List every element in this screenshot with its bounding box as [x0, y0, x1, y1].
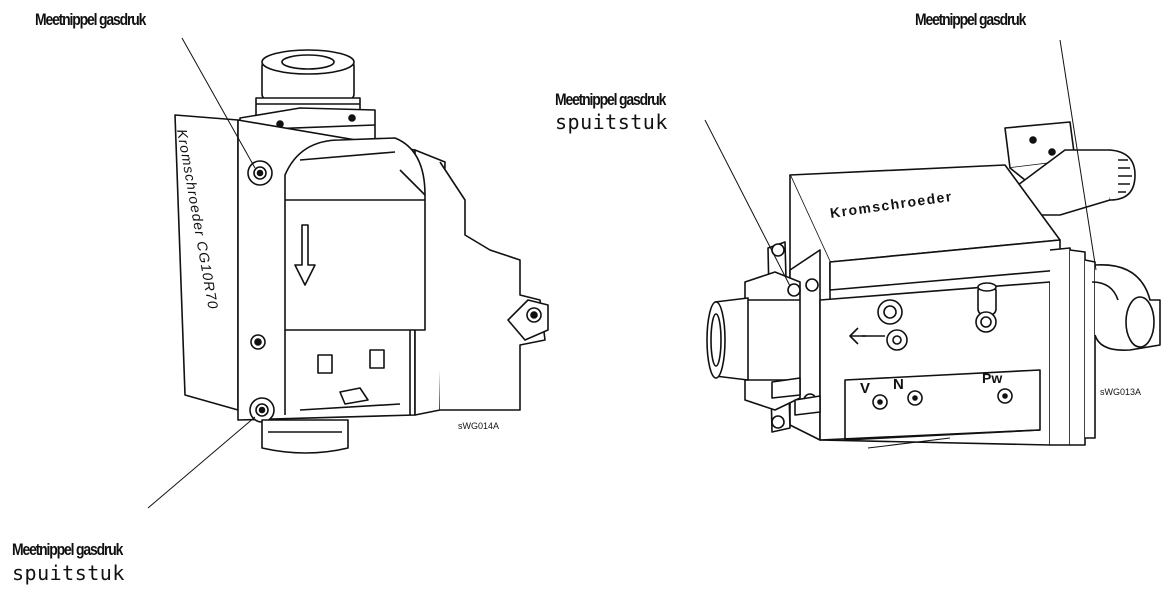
right-device-code: sWG013A	[1100, 387, 1142, 397]
label-top-left: Meetnippel gasdruk	[35, 10, 146, 29]
label-bottom-left-line2: spuitstuk	[12, 561, 125, 585]
label-bottom-left-line1: Meetnippel gasdruk	[12, 540, 123, 559]
label-top-right: Meetnippel gasdruk	[915, 10, 1026, 29]
mark-v: V	[860, 380, 871, 397]
left-device-code: sWG014A	[458, 421, 500, 431]
label-mid-left-line1: Meetnippel gasdruk	[555, 90, 666, 109]
right-device-brand: Kromschroeder	[829, 188, 954, 221]
mark-pw: Pw	[982, 370, 1003, 386]
label-mid-left-line2: spuitstuk	[555, 110, 668, 134]
mark-n: N	[893, 376, 904, 393]
